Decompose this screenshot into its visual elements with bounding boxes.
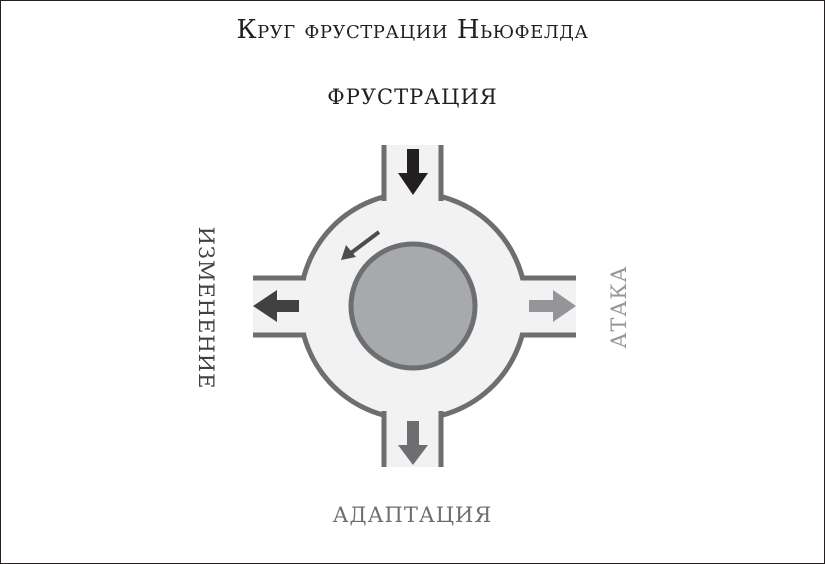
label-adaptation: АДАПТАЦИЯ <box>332 503 493 527</box>
center-island <box>348 241 478 371</box>
label-frustration: ФРУСТРАЦИЯ <box>327 85 498 109</box>
arrow-circular-icon <box>341 230 381 260</box>
arrow-down-top-icon <box>398 149 428 195</box>
arrow-left-icon <box>253 290 299 322</box>
arrow-right-icon <box>529 290 576 322</box>
diagram-title: Круг фрустрации Ньюфелда <box>236 15 589 45</box>
arrow-down-bottom-icon <box>398 421 428 465</box>
